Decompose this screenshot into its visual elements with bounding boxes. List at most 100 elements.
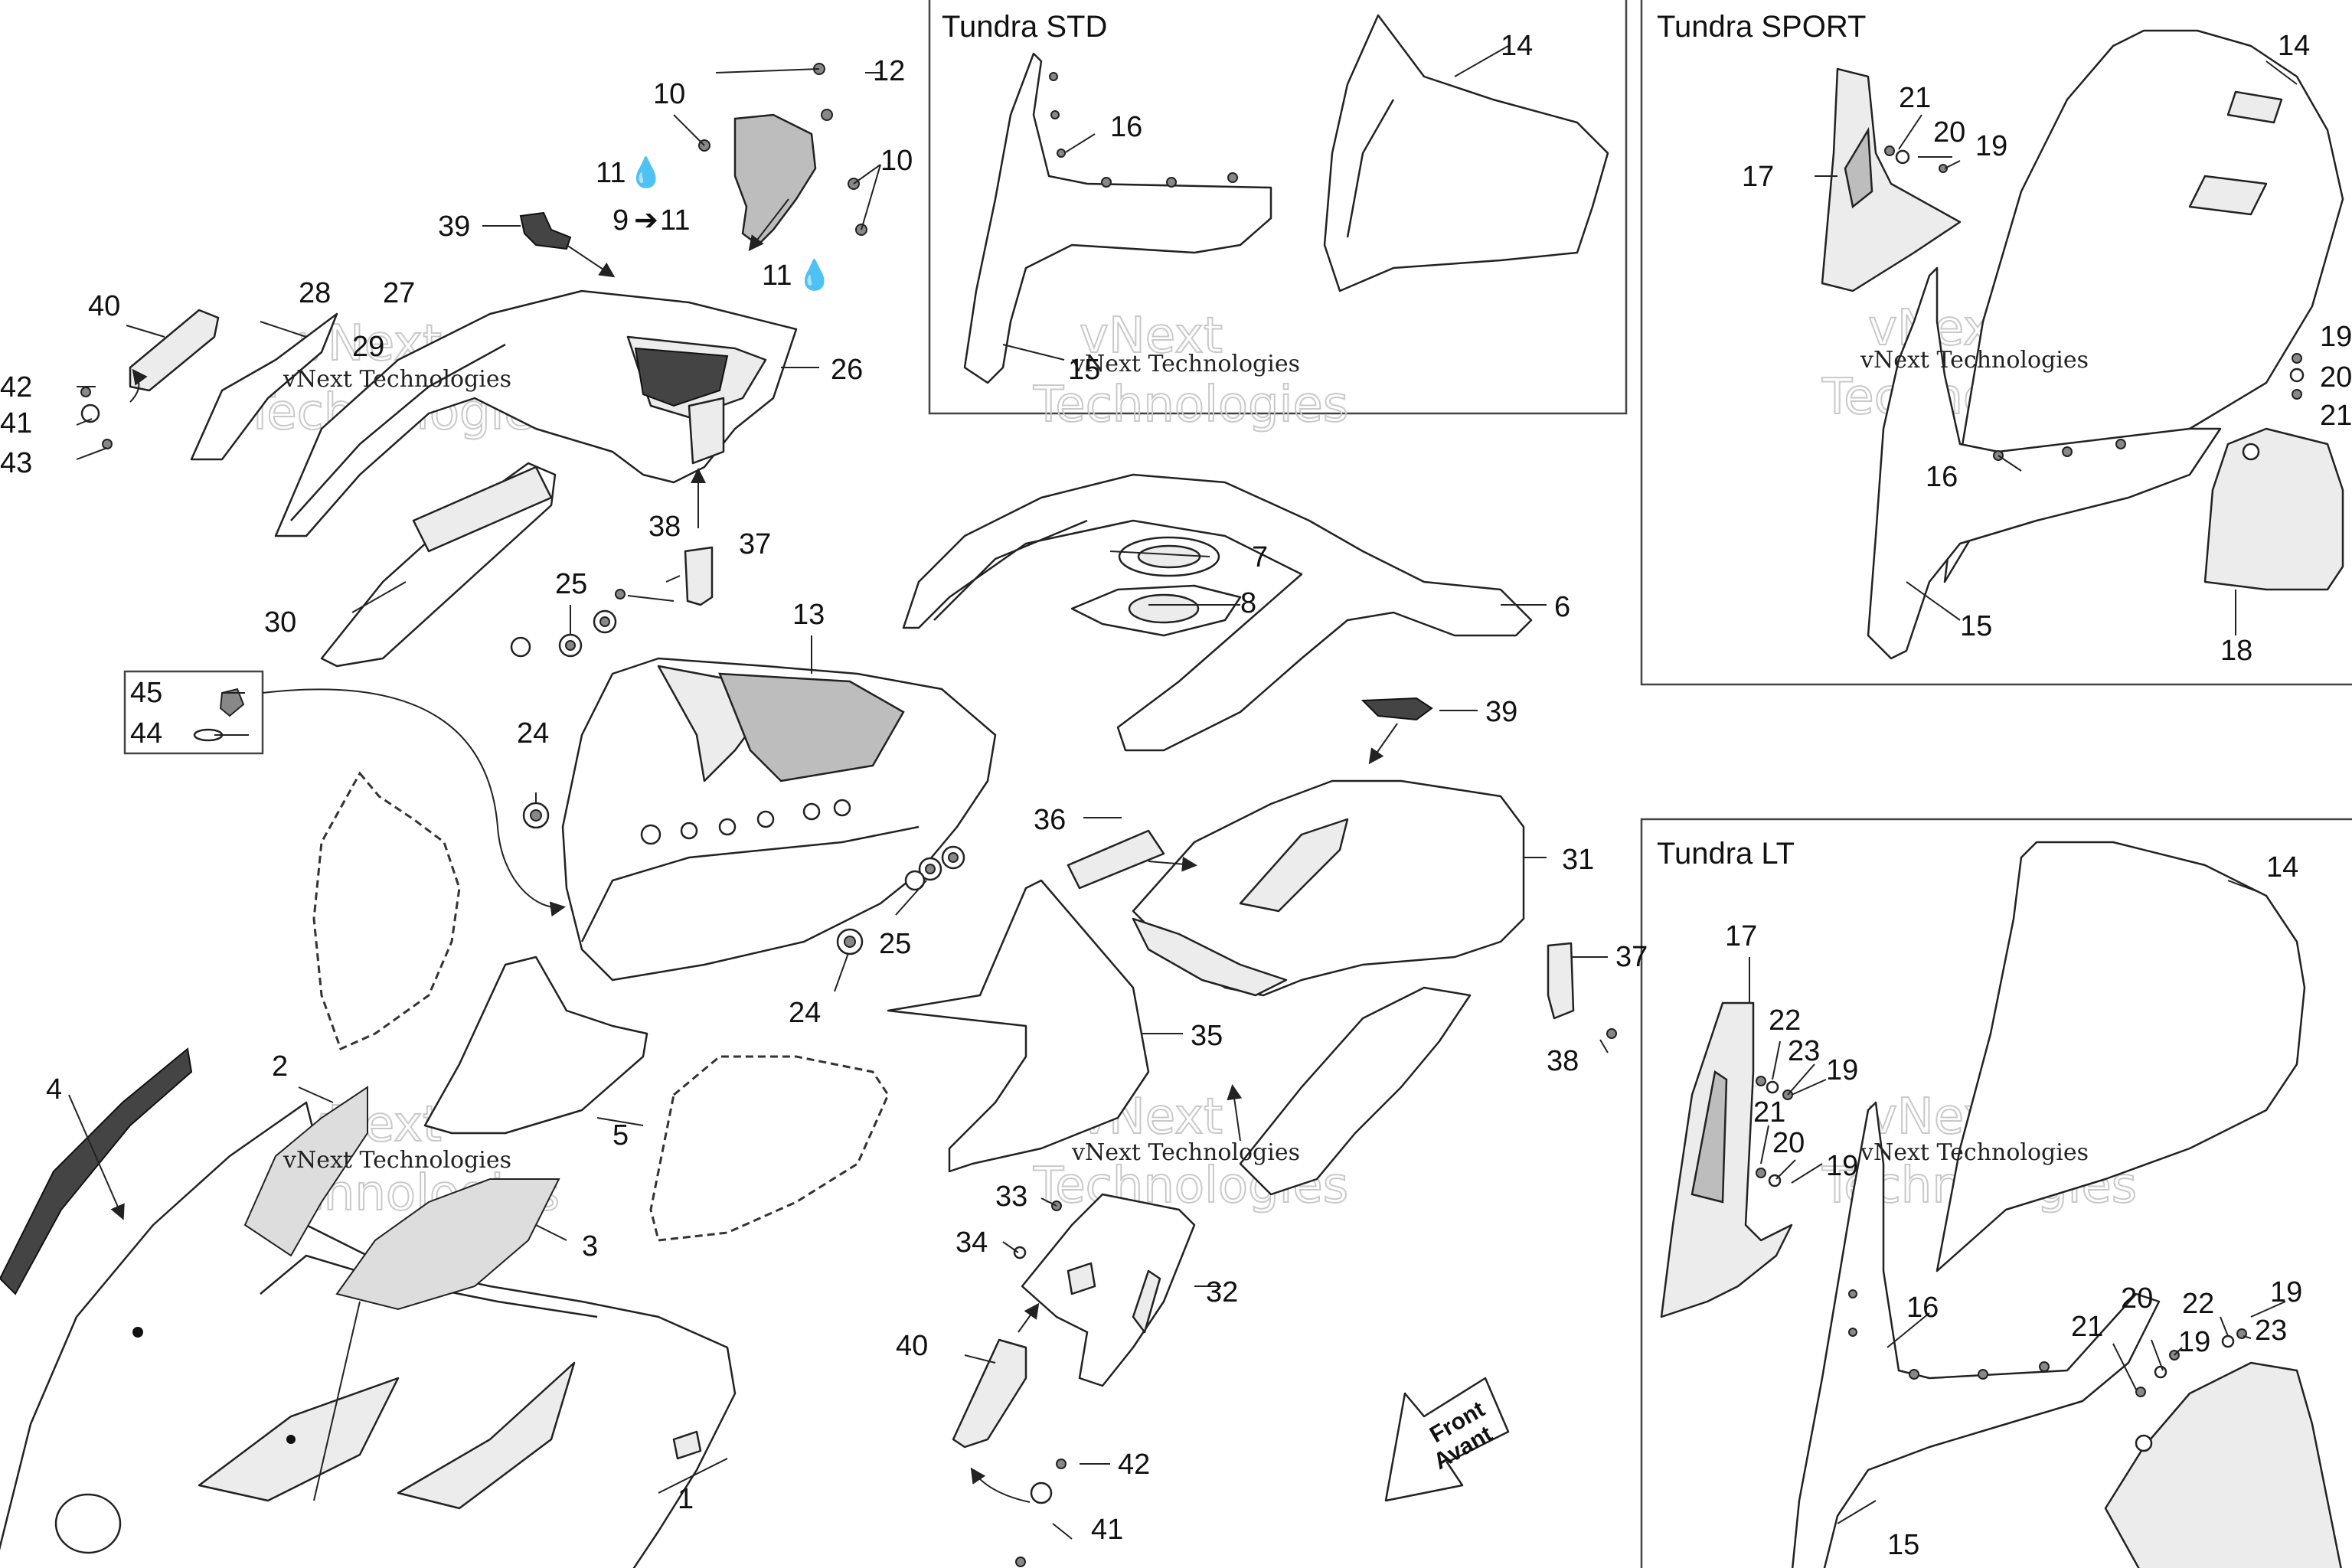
- callout-39b: 39: [1485, 696, 1517, 728]
- callout-12: 12: [873, 55, 905, 87]
- callout-sport-21a: 21: [1899, 82, 1931, 114]
- panel-box-std: [928, 0, 1628, 415]
- callout-lt-21b: 21: [2071, 1311, 2103, 1343]
- callout-40a: 40: [88, 290, 120, 322]
- part-43-nut-bottom: [1015, 1557, 1026, 1567]
- svg-text:vNext Technologies: vNext Technologies: [1860, 347, 2089, 374]
- part-31-lower-panel: [1239, 986, 1472, 1196]
- part-39-clip-right: [1361, 697, 1433, 721]
- sport-part-14-windshield: [1943, 29, 2344, 583]
- callout-11c: 11: [660, 204, 690, 237]
- callout-11b: 11: [762, 260, 792, 292]
- part-13-headlight-housing: [561, 657, 997, 982]
- part-41-washer-left: [80, 403, 100, 423]
- part-headlight-right-dashed: [649, 1055, 890, 1242]
- watermark-text: vNext Technologies vNext Technologies vN…: [283, 347, 2089, 1174]
- part-37-latch: [684, 546, 714, 606]
- callout-29: 29: [352, 331, 384, 363]
- lt-part-15-side-shield: [1791, 1101, 2161, 1568]
- svg-text:vNext Technologies: vNext Technologies: [1071, 1139, 1300, 1166]
- callout-10a: 10: [653, 78, 685, 110]
- svg-text:vNext Technologies: vNext Technologies: [283, 366, 511, 393]
- panel-box-sport: [1640, 0, 2352, 686]
- leader-lines: [68, 45, 2298, 1540]
- callout-sport-20a: 20: [1933, 116, 1965, 149]
- sport-hardware-19-20-21: [1884, 145, 2305, 400]
- part-32-bracket: [1021, 1193, 1196, 1387]
- sport-part-18-deflector: [2203, 427, 2344, 591]
- callout-11a: 11: [596, 157, 626, 189]
- callout-sport-14: 14: [2278, 30, 2310, 62]
- part-24-grommets: [522, 802, 864, 956]
- part-27-trim: [190, 312, 338, 461]
- callout-lt-15: 15: [1887, 1529, 1919, 1561]
- part-38-screw: [615, 589, 626, 599]
- callout-std-14: 14: [1501, 30, 1533, 62]
- part-8-plate: [1070, 584, 1242, 637]
- part-40-handle-left: [129, 309, 220, 392]
- callout-11a-drop: 💧: [628, 155, 664, 189]
- front-direction-arrow: Front Avant: [1384, 1377, 1510, 1502]
- hardware-box-44-45: [123, 670, 264, 755]
- callout-lt-19c: 19: [2178, 1326, 2210, 1358]
- callout-35: 35: [1191, 1020, 1223, 1052]
- callout-sport-19b: 19: [2320, 321, 2352, 353]
- callout-std-15: 15: [1068, 354, 1100, 386]
- callout-sport-19a: 19: [1975, 130, 2007, 162]
- callout-9: 9: [612, 204, 629, 237]
- panel-title-sport: Tundra SPORT: [1657, 10, 1866, 44]
- part-5-vent: [423, 956, 648, 1135]
- callout-39a: 39: [438, 211, 470, 243]
- callout-4: 4: [46, 1073, 62, 1106]
- callout-11b-drop: 💧: [796, 258, 832, 292]
- callout-lt-23a: 23: [1788, 1035, 1820, 1067]
- callout-32: 32: [1206, 1276, 1238, 1308]
- callout-sport-20b: 20: [2320, 361, 2352, 394]
- callout-10b: 10: [880, 145, 913, 177]
- part-37-latch-right: [1547, 942, 1575, 1020]
- callout-sport-16: 16: [1926, 461, 1958, 493]
- part-38-screw-right: [1606, 1028, 1617, 1039]
- part-44-45-hardware: [193, 688, 245, 742]
- callout-41b: 41: [1091, 1514, 1123, 1546]
- part-2-grille: [243, 1086, 368, 1257]
- callout-9-arrow: ➔: [634, 204, 658, 237]
- part-42-screw-bottom: [1056, 1459, 1067, 1469]
- callout-25b: 25: [879, 928, 911, 960]
- callout-lt-14: 14: [2266, 851, 2298, 884]
- part-9-bracket: [698, 63, 867, 247]
- callout-3: 3: [582, 1230, 598, 1263]
- callout-44: 44: [130, 717, 162, 750]
- lt-part-14-windshield: [1936, 841, 2306, 1272]
- panel-box-lt: [1640, 818, 2352, 1568]
- callout-lt-20b: 20: [2121, 1282, 2153, 1315]
- callouts: 1 2 3 4 5 6 7 8 9 ➔ 11 10 10 11 💧 11 💧 1…: [0, 30, 2352, 1561]
- callout-34: 34: [956, 1227, 988, 1259]
- part-31-side-panel: [1132, 779, 1525, 997]
- lead-45-to-housing: [262, 688, 566, 917]
- callout-lt-16: 16: [1906, 1292, 1939, 1324]
- callout-lt-17: 17: [1725, 920, 1757, 952]
- callout-38b: 38: [1547, 1045, 1579, 1077]
- callout-31: 31: [1562, 844, 1594, 876]
- callout-28: 28: [299, 277, 331, 309]
- callout-5: 5: [612, 1119, 629, 1152]
- callout-45: 45: [130, 677, 162, 709]
- panel-title-lt: Tundra LT: [1657, 837, 1795, 871]
- svg-text:vNext Technologies: vNext Technologies: [1071, 351, 1300, 377]
- callout-30: 30: [264, 606, 296, 639]
- panel-title-std: Tundra STD: [942, 10, 1107, 44]
- callout-42b: 42: [1118, 1449, 1150, 1481]
- callout-lt-19a: 19: [1826, 1054, 1858, 1086]
- part-3-grille: [335, 1178, 560, 1311]
- callout-1: 1: [678, 1483, 694, 1515]
- lt-part-18-deflector: [2104, 1361, 2342, 1568]
- part-42-screw-left: [80, 387, 91, 397]
- lt-part-17-deflector: [1660, 1001, 1793, 1318]
- part-36-pad: [1067, 829, 1165, 890]
- std-part-15-side-shield: [963, 52, 1272, 384]
- part-25-grommets: [510, 609, 965, 891]
- callout-7: 7: [1252, 541, 1268, 573]
- part-41-washer-bottom: [1030, 1481, 1053, 1504]
